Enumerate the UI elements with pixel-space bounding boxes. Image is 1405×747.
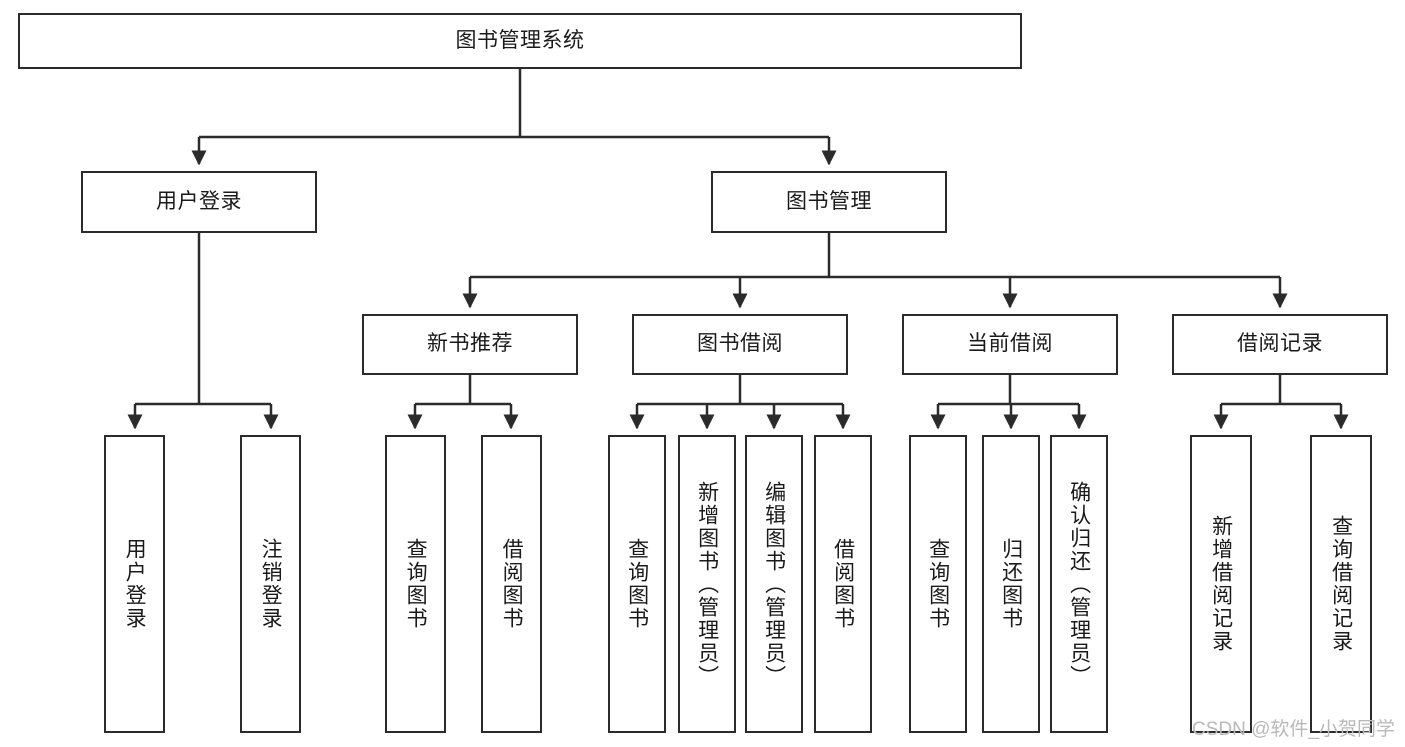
node-leaf-return-book[interactable]: 归还图书 bbox=[982, 435, 1040, 733]
node-leaf-query-book-recommend[interactable]: 查询图书 bbox=[385, 435, 446, 733]
node-current-borrowing[interactable]: 当前借阅 bbox=[902, 314, 1118, 375]
watermark-text: CSDN @软件_小贺同学 bbox=[1192, 719, 1395, 740]
node-leaf-user-login[interactable]: 用户登录 bbox=[104, 435, 165, 733]
node-leaf-logout[interactable]: 注销登录 bbox=[240, 435, 301, 733]
node-label: 查询借阅记录 bbox=[1329, 515, 1353, 653]
node-leaf-confirm-return-admin[interactable]: 确认归还（管理员） bbox=[1050, 435, 1108, 733]
node-leaf-edit-book-admin[interactable]: 编辑图书（管理员） bbox=[745, 435, 803, 733]
node-label: 归还图书 bbox=[999, 538, 1023, 630]
node-label: 新增图书（管理员） bbox=[695, 480, 719, 688]
node-leaf-add-book-admin[interactable]: 新增图书（管理员） bbox=[678, 435, 736, 733]
node-label: 当前借阅 bbox=[967, 332, 1053, 356]
node-label: 借阅图书 bbox=[831, 538, 855, 630]
node-leaf-query-book[interactable]: 查询图书 bbox=[608, 435, 666, 733]
node-borrow-records[interactable]: 借阅记录 bbox=[1172, 314, 1388, 375]
node-label: 借阅记录 bbox=[1237, 332, 1323, 356]
node-label: 新书推荐 bbox=[427, 332, 513, 356]
node-new-book-recommendation[interactable]: 新书推荐 bbox=[362, 314, 578, 375]
node-leaf-borrow-book[interactable]: 借阅图书 bbox=[814, 435, 872, 733]
node-label: 确认归还（管理员） bbox=[1067, 480, 1091, 688]
node-leaf-add-borrow-record[interactable]: 新增借阅记录 bbox=[1190, 435, 1252, 733]
node-label: 图书管理系统 bbox=[455, 28, 585, 52]
node-book-borrowing[interactable]: 图书借阅 bbox=[632, 314, 848, 375]
node-label: 注销登录 bbox=[259, 538, 283, 630]
node-label: 编辑图书（管理员） bbox=[762, 480, 786, 688]
node-label: 新增借阅记录 bbox=[1209, 515, 1233, 653]
node-label: 查询图书 bbox=[625, 538, 649, 630]
node-label: 图书管理 bbox=[786, 189, 872, 213]
node-book-management[interactable]: 图书管理 bbox=[711, 171, 947, 233]
node-root-system[interactable]: 图书管理系统 bbox=[18, 13, 1022, 69]
node-user-login[interactable]: 用户登录 bbox=[81, 171, 317, 233]
node-label: 用户登录 bbox=[156, 189, 242, 213]
node-leaf-query-borrow-record[interactable]: 查询借阅记录 bbox=[1310, 435, 1372, 733]
node-leaf-query-book-current[interactable]: 查询图书 bbox=[909, 435, 967, 733]
node-label: 查询图书 bbox=[404, 538, 428, 630]
node-leaf-borrow-book-recommend[interactable]: 借阅图书 bbox=[481, 435, 542, 733]
node-label: 用户登录 bbox=[123, 538, 147, 630]
node-label: 图书借阅 bbox=[697, 332, 783, 356]
node-label: 查询图书 bbox=[926, 538, 950, 630]
node-label: 借阅图书 bbox=[500, 538, 524, 630]
